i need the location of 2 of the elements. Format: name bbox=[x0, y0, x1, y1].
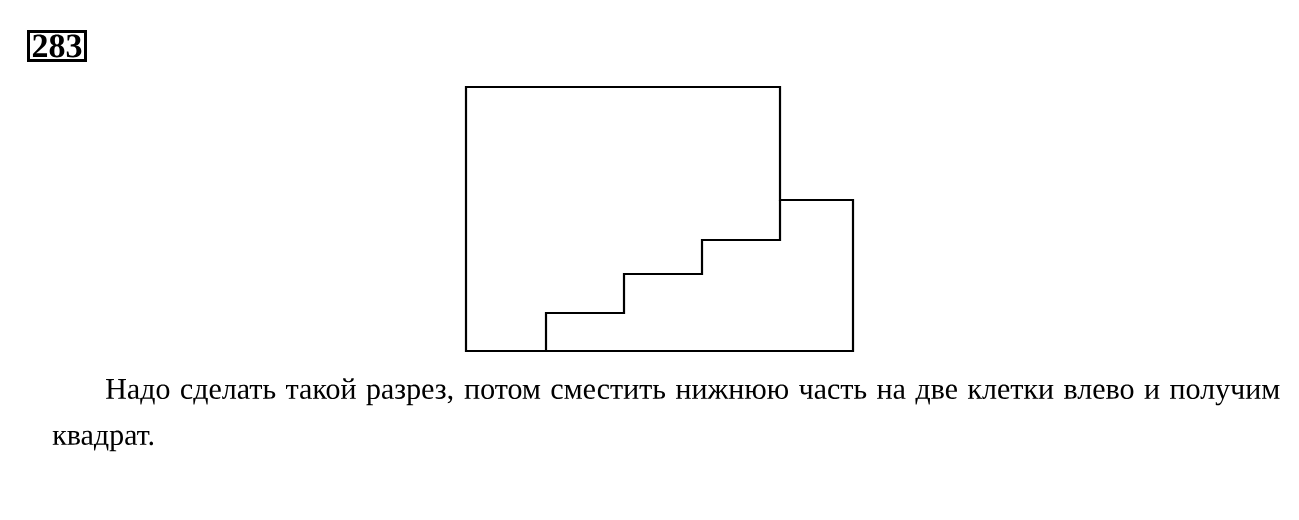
problem-number: 283 bbox=[27, 30, 87, 62]
caption: Надо сделать такой разрез, потом сместить нижнюю часть на две клетки влево и получим квадрат. bbox=[52, 378, 1280, 452]
